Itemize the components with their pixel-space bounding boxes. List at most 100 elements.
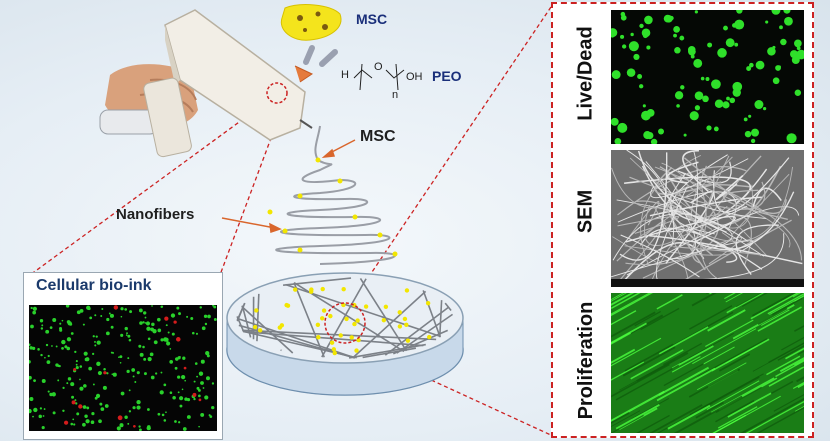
connector-dish-top bbox=[344, 3, 554, 313]
sem-fiber bbox=[611, 240, 754, 278]
live-cell-dot bbox=[611, 34, 615, 38]
sem-fiber bbox=[624, 232, 738, 256]
live-cell-dot bbox=[211, 382, 215, 385]
live-cell-dot bbox=[169, 391, 173, 394]
sem-fiber bbox=[625, 215, 736, 243]
live-cell-dot bbox=[198, 371, 204, 376]
live-cell-dot bbox=[726, 96, 730, 101]
mesh-cell bbox=[254, 308, 259, 313]
mesh-cell bbox=[344, 316, 349, 322]
live-cell-dot bbox=[39, 319, 44, 323]
live-cell-dot bbox=[83, 351, 88, 356]
mesh-cell bbox=[331, 347, 337, 352]
live-cell-dot bbox=[120, 333, 124, 337]
live-cell-dot bbox=[614, 138, 622, 144]
live-cell-dot bbox=[66, 346, 71, 351]
live-cell-dot bbox=[694, 10, 698, 14]
live-cell-dot bbox=[62, 409, 65, 413]
live-cell-dot bbox=[108, 312, 111, 315]
peo-h-text: H bbox=[341, 69, 349, 81]
characterization-panel: Live/Dead SEM Proliferation bbox=[551, 2, 814, 438]
live-cell-dot bbox=[179, 396, 184, 401]
live-cell-dot bbox=[171, 332, 175, 336]
live-cell-dot bbox=[147, 425, 151, 429]
live-cell-dot bbox=[94, 314, 97, 317]
live-cell-dot bbox=[128, 338, 132, 342]
mesh-cell bbox=[381, 317, 387, 323]
mesh-cell bbox=[309, 287, 314, 292]
live-cell-dot bbox=[150, 375, 155, 380]
mesh-cell bbox=[383, 304, 389, 309]
mesh-cell bbox=[257, 328, 263, 333]
sem-scalebar-strip bbox=[611, 279, 804, 287]
live-cell-dot bbox=[128, 389, 131, 392]
dead-cell-dot bbox=[78, 404, 83, 409]
cell-streak bbox=[615, 364, 680, 401]
live-cell-dot bbox=[49, 392, 53, 397]
live-cell-dot bbox=[136, 371, 140, 375]
live-cell-dot bbox=[213, 305, 217, 309]
live-cell-dot bbox=[160, 371, 163, 374]
cell-streak bbox=[611, 361, 645, 381]
live-cell-dot bbox=[630, 32, 634, 37]
mesh-fiber bbox=[352, 290, 427, 359]
cell-streak bbox=[735, 293, 763, 308]
live-cell-dot bbox=[184, 397, 188, 401]
live-cell-dot bbox=[142, 321, 145, 324]
mesh-cell bbox=[329, 340, 335, 345]
sem-fiber bbox=[619, 152, 668, 261]
live-cell-dot bbox=[694, 105, 701, 111]
sem-fiber bbox=[698, 166, 793, 242]
mesh-cell bbox=[320, 316, 325, 321]
mesh-cell bbox=[341, 286, 346, 292]
cell-streak bbox=[679, 332, 734, 364]
mesh-fiber bbox=[384, 306, 450, 356]
cell-streak bbox=[697, 362, 747, 391]
live-cell-dot bbox=[92, 383, 95, 386]
live-cell-dot bbox=[120, 307, 124, 311]
dead-cell-dot bbox=[175, 337, 181, 342]
mesh-fiber bbox=[243, 330, 424, 347]
cell-streak bbox=[615, 404, 660, 430]
cell-streak bbox=[725, 345, 758, 364]
live-cell-dot bbox=[611, 70, 621, 80]
mesh-cell bbox=[292, 287, 298, 292]
sem-fiber bbox=[661, 162, 768, 257]
live-cell-dot bbox=[91, 412, 95, 416]
live-cell-dot bbox=[44, 356, 46, 359]
live-cell-dot bbox=[165, 411, 167, 414]
sem-fiber bbox=[669, 183, 752, 257]
live-cell-dot bbox=[642, 104, 646, 108]
peo-label: PEO bbox=[432, 68, 462, 84]
sem-fiber bbox=[715, 175, 744, 200]
live-cell-dot bbox=[620, 34, 625, 39]
live-cell-dot bbox=[181, 388, 184, 391]
live-cell-dot bbox=[151, 322, 155, 327]
cell-streak bbox=[794, 406, 804, 412]
live-cell-dot bbox=[156, 317, 161, 322]
live-cell-dot bbox=[174, 366, 178, 370]
live-cell-dot bbox=[202, 387, 205, 389]
peo-structure: H O OH n bbox=[341, 61, 423, 101]
live-cell-dot bbox=[61, 346, 64, 350]
sem-fiber bbox=[665, 190, 714, 264]
cell-streak bbox=[624, 343, 674, 372]
live-cell-dot bbox=[794, 89, 802, 96]
live-cell-dot bbox=[689, 111, 699, 121]
cell-streak bbox=[691, 293, 717, 307]
live-cell-dot bbox=[734, 19, 745, 30]
sem-fiber bbox=[617, 215, 680, 234]
live-cell-dot bbox=[617, 122, 628, 133]
live-cell-dot bbox=[169, 348, 172, 350]
live-cell-dot bbox=[693, 58, 703, 68]
live-cell-dot bbox=[126, 332, 128, 335]
live-cell-dot bbox=[45, 343, 49, 347]
live-cell-dot bbox=[146, 326, 151, 331]
cell-streak bbox=[631, 398, 670, 420]
live-cell-dot bbox=[208, 414, 211, 417]
live-cell-dot bbox=[85, 419, 90, 424]
live-cell-dot bbox=[69, 322, 73, 326]
live-cell-dot bbox=[127, 357, 130, 360]
live-cell-dot bbox=[70, 332, 74, 335]
live-cell-dot bbox=[124, 326, 128, 331]
